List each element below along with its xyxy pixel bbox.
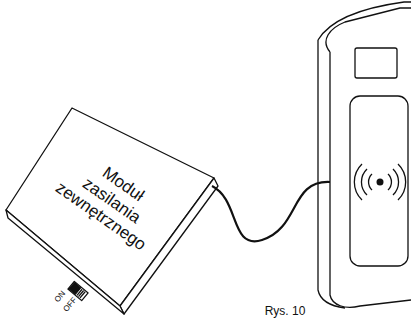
display-window	[355, 48, 397, 78]
device-body	[326, 8, 411, 307]
module-top-face	[6, 108, 214, 306]
figure-caption: Rys. 10	[265, 304, 306, 318]
rfid-symbol	[354, 164, 405, 200]
cable	[212, 182, 338, 241]
reader-panel	[350, 96, 408, 266]
device-edge	[318, 40, 345, 308]
